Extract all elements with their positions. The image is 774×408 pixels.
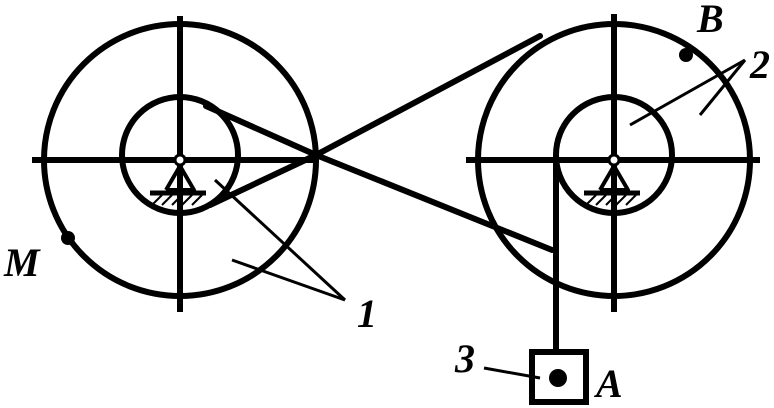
crossed-belt-upper bbox=[313, 33, 543, 158]
label-point-b: B bbox=[696, 0, 724, 41]
belts bbox=[203, 33, 555, 253]
point-b-dot bbox=[679, 48, 693, 62]
label-pulley-2: 2 bbox=[749, 42, 770, 87]
leader-1-to-inner bbox=[213, 178, 347, 302]
crossed-belt-lower bbox=[313, 152, 555, 253]
fixed-hinge-support-icon bbox=[584, 164, 640, 206]
label-pulley-1: 1 bbox=[357, 291, 377, 336]
label-point-a: A bbox=[593, 361, 623, 406]
pulley-2-hub bbox=[607, 153, 621, 167]
point-m-dot bbox=[61, 231, 75, 245]
leader-lines bbox=[213, 58, 747, 380]
leader-2-to-outer bbox=[698, 59, 747, 116]
point-a-dot bbox=[549, 369, 567, 387]
leader-2-to-inner bbox=[629, 58, 746, 127]
leader-1-to-outer bbox=[231, 258, 346, 302]
leader-3-to-block bbox=[483, 366, 541, 380]
inner-belt-upper bbox=[203, 103, 319, 158]
fixed-hinge-support-icon bbox=[150, 164, 206, 206]
inner-belt-lower bbox=[207, 152, 319, 208]
label-point-m: M bbox=[3, 240, 41, 285]
pulley-1-hub bbox=[173, 153, 187, 167]
label-load-3: 3 bbox=[454, 336, 475, 381]
load-assembly bbox=[529, 156, 589, 405]
